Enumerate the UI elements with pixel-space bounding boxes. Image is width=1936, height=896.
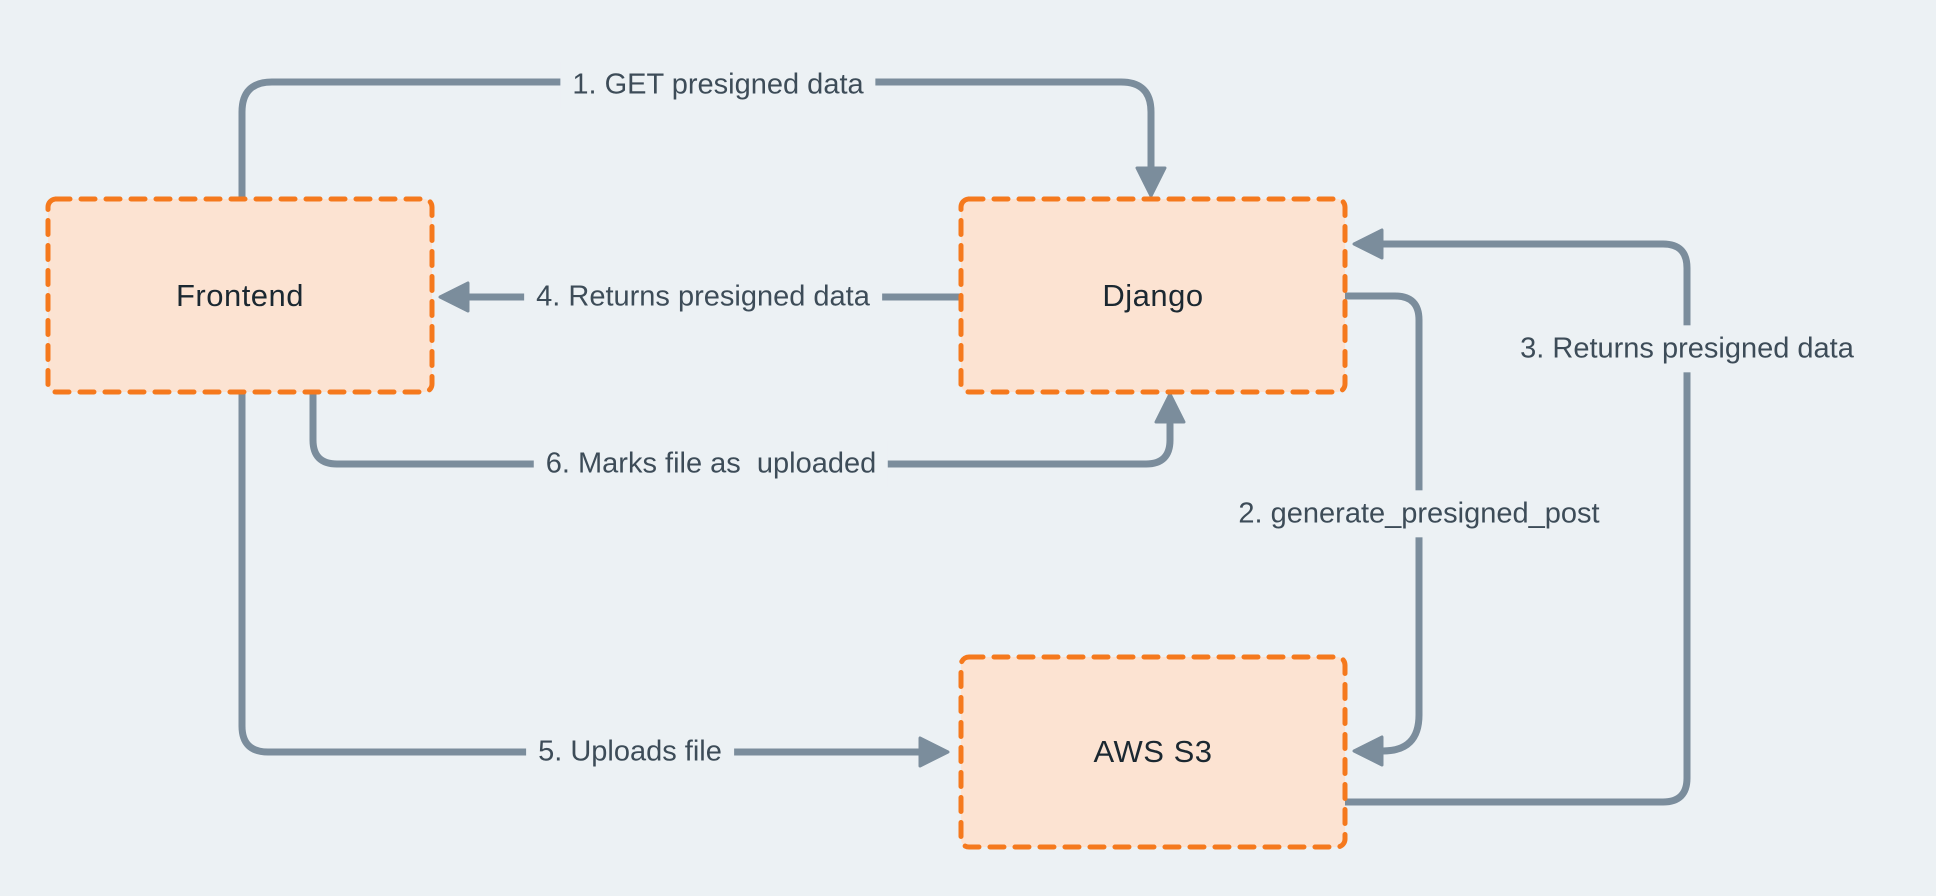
edge-6-arrowhead-up-icon bbox=[1154, 392, 1186, 424]
edge-5-arrowhead-right-icon bbox=[918, 736, 950, 768]
edge-1-get-presigned-data-path bbox=[238, 78, 1155, 201]
edge-2-generate-presigned-post-path bbox=[1341, 292, 1423, 755]
edge-5-uploads-file-path bbox=[238, 388, 936, 756]
node-django-box bbox=[958, 196, 1348, 395]
edge-1-arrowhead-down-icon bbox=[1135, 166, 1167, 198]
node-frontend-box bbox=[45, 196, 435, 395]
edge-3-returns-presigned-data-path bbox=[1341, 240, 1691, 806]
edge-6-marks-file-uploaded-path bbox=[309, 388, 1174, 468]
edge-3-arrowhead-left-icon bbox=[1352, 228, 1384, 260]
edge-4-arrowhead-left-icon bbox=[438, 281, 470, 313]
edge-2-arrowhead-left-icon bbox=[1352, 735, 1384, 767]
node-aws-s3-box bbox=[958, 654, 1348, 850]
